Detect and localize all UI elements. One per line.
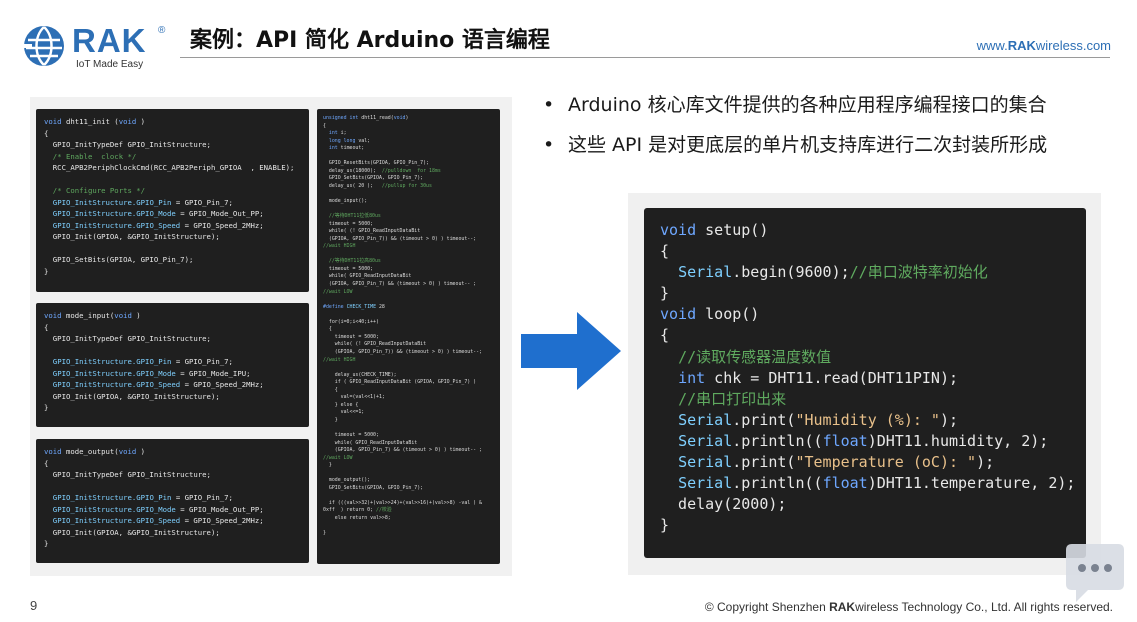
bullet-dot-icon: • <box>543 94 555 116</box>
url-bold: RAK <box>1007 38 1036 53</box>
copyright-notice: © Copyright Shenzhen RAKwireless Technol… <box>705 600 1113 614</box>
logo-tagline: IoT Made Easy <box>76 59 144 70</box>
code-panel-dht11-read: unsigned int dht11_read(void) { int i; l… <box>317 109 500 564</box>
code-panel-dht11-init: void dht11_init (void ) { GPIO_InitTypeD… <box>36 109 309 292</box>
bullet-item: • 这些 API 是对更底层的单片机支持库进行二次封装所形成 <box>540 132 1120 159</box>
right-arrow-icon <box>521 312 621 390</box>
page-number: 9 <box>30 598 38 613</box>
url-suffix: wireless.com <box>1035 38 1111 53</box>
website-link[interactable]: www.RAKwireless.com <box>977 38 1111 53</box>
logo-text: RAK <box>72 22 147 59</box>
stm32-code-collage-image: void dht11_init (void ) { GPIO_InitTypeD… <box>30 97 512 576</box>
chat-bubble-icon[interactable] <box>1058 540 1130 606</box>
arduino-code-image: void setup() { Serial.begin(9600);//串口波特… <box>628 193 1101 575</box>
bullet-dot-icon: • <box>543 134 555 156</box>
bullet-text: 这些 API 是对更底层的单片机支持库进行二次封装所形成 <box>568 134 1048 156</box>
bullet-list: • Arduino 核心库文件提供的各种应用程序编程接口的集合 • 这些 API… <box>540 92 1120 172</box>
copyright-bold: RAK <box>829 600 856 614</box>
title-divider <box>180 57 1110 58</box>
rak-logo: RAK ® IoT Made Easy <box>22 22 172 72</box>
page-title: 案例：API 简化 Arduino 语言编程 <box>190 28 550 53</box>
code-panel-mode-input: void mode_input(void ) { GPIO_InitTypeDe… <box>36 303 309 427</box>
bullet-item: • Arduino 核心库文件提供的各种应用程序编程接口的集合 <box>540 92 1120 119</box>
arduino-code-panel: void setup() { Serial.begin(9600);//串口波特… <box>644 208 1086 558</box>
copyright-suffix: wireless Technology Co., Ltd. All rights… <box>855 600 1113 614</box>
logo-registered-mark: ® <box>158 25 166 36</box>
copyright-prefix: © Copyright Shenzhen <box>704 600 830 614</box>
rak-globe-icon <box>24 26 64 66</box>
bullet-text: Arduino 核心库文件提供的各种应用程序编程接口的集合 <box>568 94 1047 116</box>
code-panel-mode-output: void mode_output(void ) { GPIO_InitTypeD… <box>36 439 309 563</box>
url-prefix: www. <box>976 38 1008 53</box>
